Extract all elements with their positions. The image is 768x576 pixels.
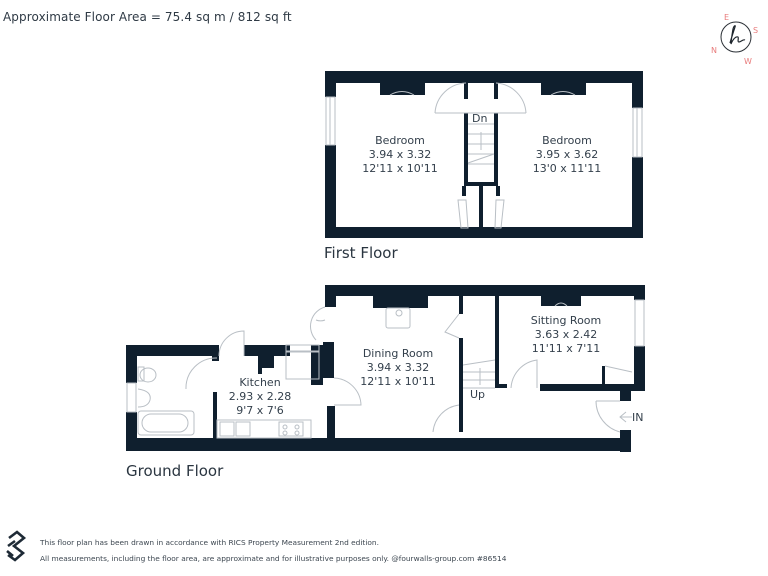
stairs-up-label: Up	[470, 388, 486, 401]
footer-line-1: This floor plan has been drawn in accord…	[40, 538, 379, 547]
room-name: Dining Room	[362, 347, 434, 360]
room-imperial: 11'11 x 7'11	[531, 342, 601, 355]
first-floor-fixtures	[325, 82, 643, 229]
ground-floor-walls	[126, 285, 645, 452]
ground-floor-kitchen: Kitchen 2.93 x 2.28 9'7 x 7'6	[205, 376, 315, 418]
entrance-label: IN	[632, 411, 644, 424]
room-name: Bedroom	[542, 134, 592, 147]
compass-logo-icon: E S N W	[711, 13, 758, 66]
fourwalls-logo-icon	[4, 530, 28, 564]
room-metric: 3.94 x 3.32	[366, 361, 430, 374]
ground-floor-fixtures	[126, 299, 645, 439]
footer-disclaimer: This floor plan has been drawn in accord…	[40, 535, 506, 567]
compass-west: W	[744, 57, 752, 64]
ground-floor-label: Ground Floor	[126, 462, 224, 480]
ground-floor-dining-room: Dining Room 3.94 x 3.32 12'11 x 10'11	[343, 347, 453, 389]
first-floor-bedroom-1: Bedroom 3.94 x 3.32 12'11 x 10'11	[345, 134, 455, 176]
first-floor-bedroom-2: Bedroom 3.95 x 3.62 13'0 x 11'11	[512, 134, 622, 176]
room-name: Bedroom	[375, 134, 425, 147]
compass-south: S	[753, 26, 758, 35]
compass-north: N	[711, 46, 717, 55]
room-imperial: 9'7 x 7'6	[236, 404, 284, 417]
room-name: Kitchen	[239, 376, 281, 389]
ground-floor-sitting-room: Sitting Room 3.63 x 2.42 11'11 x 7'11	[511, 314, 621, 356]
stairs-down-label: Dn	[472, 112, 488, 125]
room-metric: 3.94 x 3.32	[368, 148, 432, 161]
room-imperial: 12'11 x 10'11	[362, 162, 438, 175]
room-imperial: 13'0 x 11'11	[532, 162, 602, 175]
room-imperial: 12'11 x 10'11	[360, 375, 436, 388]
room-name: Sitting Room	[530, 314, 602, 327]
room-metric: 2.93 x 2.28	[228, 390, 292, 403]
area-title: Approximate Floor Area = 75.4 sq m / 812…	[3, 10, 292, 24]
compass-east: E	[724, 13, 729, 22]
footer-line-2: All measurements, including the floor ar…	[40, 554, 507, 563]
room-metric: 3.95 x 3.62	[535, 148, 599, 161]
first-floor-walls	[325, 71, 643, 238]
first-floor-label: First Floor	[324, 244, 398, 262]
arrow-left-icon	[619, 411, 632, 423]
compass: E S N W	[708, 8, 764, 66]
room-metric: 3.63 x 2.42	[534, 328, 598, 341]
